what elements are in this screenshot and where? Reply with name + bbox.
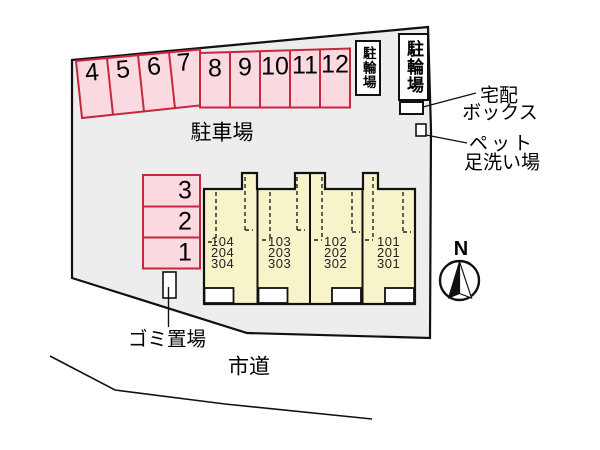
parking-space-number: 1 [178,238,192,267]
unit-room-numbers: 102 202 302 [324,234,348,271]
unit-room-numbers: 103 203 303 [268,234,292,271]
delivery-box-pointer-line [422,92,477,108]
room-number: 303 [268,256,292,271]
parking-space-number: 6 [145,51,163,82]
room-number: 103 [268,234,292,249]
parking-divider [168,52,176,109]
room-number: 203 [268,245,292,260]
compass-needle-light [458,261,473,300]
garbage-area-label: ゴミ置場 [127,328,207,351]
delivery-box-label-line1: 宅配 [479,85,519,107]
parking-space-number: 8 [208,54,222,83]
entrance [203,287,235,304]
compass-north-label: N [453,238,469,260]
parking-space-number: 5 [114,54,132,85]
parking-space-number: 11 [292,51,318,80]
room-number: 301 [377,256,401,271]
room-number: 302 [324,256,348,271]
room-number: 104 [211,234,235,249]
road-edge-line [49,355,373,420]
parking-space-number: 3 [178,176,192,205]
compass [438,259,481,302]
garbage-area-marker [162,271,177,299]
room-number: 201 [377,245,401,260]
bicycle-parking-sign-right: 駐輪場 [398,33,429,101]
pet-wash-label-line1: ペット [468,133,536,155]
parking-strip-8-12 [199,47,351,109]
parking-row-straight [199,47,351,109]
parking-divider [137,55,145,112]
pet-wash-pointer-line [425,134,468,144]
entrance [331,287,362,304]
bicycle-parking-sign-left: 駐輪場 [355,40,381,96]
room-number: 304 [211,256,235,271]
pet-wash-label-line2: 足洗い場 [463,152,541,174]
room-number: 204 [211,245,235,260]
unit-room-numbers: 104 204 304 [211,234,235,271]
parking-space-number: 12 [321,50,349,79]
room-number: 101 [377,234,401,249]
building-dashed-lines [208,177,411,243]
building-entrances [203,287,415,304]
parking-space-number: 10 [261,52,289,81]
parking-space-number: 7 [175,47,193,78]
parking-column-left [142,174,201,270]
parking-strip-1-3 [142,174,201,270]
delivery-box-marker [399,101,424,115]
pet-wash-marker [415,123,427,137]
delivery-box-label-line2: ボックス [462,102,538,124]
building-unit-walls [256,173,364,304]
unit-room-numbers: 101 201 301 [377,234,401,271]
parking-space-number: 4 [83,57,101,88]
city-road-label: 市道 [228,355,270,379]
room-number: 102 [324,234,348,249]
parking-space-number: 9 [238,53,252,82]
entrance [257,287,289,304]
parking-lot-label: 駐車場 [190,121,254,145]
entrance [384,287,415,304]
parking-divider [106,57,114,115]
room-number: 202 [324,245,348,260]
parking-space-number: 2 [178,207,192,236]
